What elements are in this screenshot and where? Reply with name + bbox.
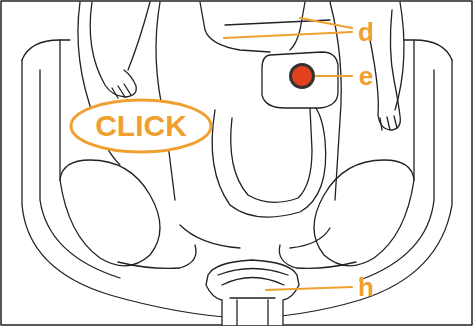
callout-letter: d: [358, 19, 374, 45]
click-oval: CLICK: [69, 98, 213, 154]
callout-letter: e: [359, 63, 373, 89]
click-text: CLICK: [95, 111, 187, 141]
callout-letter: h: [358, 274, 374, 300]
